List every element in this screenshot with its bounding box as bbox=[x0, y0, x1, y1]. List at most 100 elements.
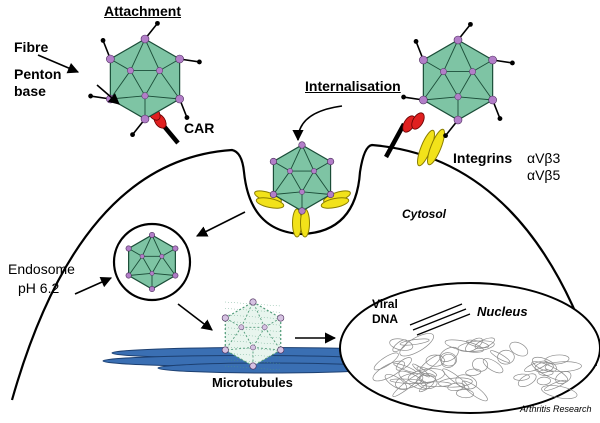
nucleus-chromatin bbox=[372, 333, 582, 402]
penton-vertex bbox=[149, 285, 156, 292]
capsid-facet-edge bbox=[273, 170, 291, 195]
capsid-facet-edge bbox=[144, 38, 160, 71]
capsid-hatch bbox=[224, 359, 282, 364]
chromatin-loop bbox=[536, 376, 551, 386]
chromatin-loop bbox=[490, 350, 511, 363]
chromatin-loop bbox=[416, 374, 438, 389]
integrins-internalised bbox=[254, 190, 351, 238]
integrins-label: Integrins bbox=[453, 150, 513, 166]
fibre-knob bbox=[443, 133, 448, 139]
viral-dna-label-line2: DNA bbox=[372, 312, 398, 326]
capsid-hatch bbox=[224, 365, 282, 371]
attachment-title: Attachment bbox=[104, 3, 182, 19]
capsid-facet-edge bbox=[443, 71, 459, 98]
capsid-facet-edge bbox=[151, 272, 176, 276]
penton-vertex bbox=[419, 55, 428, 65]
penton-vertex bbox=[172, 272, 179, 279]
capsid-hatch bbox=[224, 321, 282, 326]
capsid-facet-edge bbox=[130, 70, 146, 97]
capsid-facet-edge bbox=[423, 96, 459, 101]
penton-vertex bbox=[221, 346, 229, 354]
capsid-facet-edge bbox=[443, 39, 459, 72]
penton-vertex bbox=[269, 157, 278, 166]
chromatin-loop bbox=[439, 352, 458, 367]
capsid-hatch bbox=[224, 340, 282, 345]
chromatin-loop bbox=[455, 374, 478, 390]
penton-vertex bbox=[250, 344, 256, 351]
penton-vertex bbox=[175, 54, 184, 64]
penton-vertex bbox=[125, 245, 132, 252]
fibre-knob bbox=[196, 59, 202, 65]
capsid-facet-edge bbox=[301, 170, 315, 193]
penton-vertex bbox=[172, 245, 179, 252]
arrow-endosome-label bbox=[74, 276, 113, 295]
chromatin-loop bbox=[392, 372, 423, 397]
chromatin-loop bbox=[425, 354, 445, 367]
penton-vertex bbox=[277, 346, 285, 354]
chromatin-loop bbox=[517, 373, 537, 388]
capsid-facet-edge bbox=[141, 256, 153, 274]
penton-vertex bbox=[238, 324, 245, 331]
car-label: CAR bbox=[184, 120, 215, 136]
penton-vertex bbox=[149, 270, 155, 276]
penton-label-line2: base bbox=[14, 83, 46, 99]
fibre-knob bbox=[468, 21, 473, 27]
chromatin-loop bbox=[524, 360, 548, 373]
capsid-facet-edge bbox=[422, 71, 444, 101]
capsid-facet-edge bbox=[159, 70, 181, 100]
penton-vertex bbox=[469, 68, 476, 76]
capsid-facet-edge bbox=[289, 144, 303, 172]
capsid-facet-edge bbox=[144, 70, 160, 97]
fibre-knob bbox=[184, 115, 190, 120]
adenovirus-capsid-attached bbox=[88, 20, 202, 138]
penton-vertex bbox=[488, 95, 497, 105]
capsid-facet-edge bbox=[264, 327, 282, 351]
penton-vertex bbox=[140, 114, 150, 124]
fibre-knob bbox=[413, 39, 419, 44]
penton-vertex bbox=[454, 93, 462, 101]
penton-vertex bbox=[311, 168, 317, 174]
microtubules-label: Microtubules bbox=[212, 375, 293, 390]
chromatin-loop bbox=[509, 341, 529, 357]
chromatin-loop bbox=[531, 361, 569, 382]
chromatin-loop bbox=[541, 385, 578, 400]
capsid-hatch bbox=[224, 353, 282, 358]
penton-vertex bbox=[139, 253, 145, 259]
fibre-label: Fibre bbox=[14, 39, 49, 55]
penton-vertex bbox=[175, 94, 184, 104]
adenovirus-capsid-endosome bbox=[125, 232, 179, 292]
capsid-hatch bbox=[224, 346, 282, 351]
capsid-facet-edge bbox=[301, 191, 331, 195]
capsid-facet-edge bbox=[457, 39, 473, 72]
integrin-avb5-label: αVβ5 bbox=[527, 167, 561, 183]
credit-label: Arthritis Research bbox=[520, 404, 592, 414]
capsid-facet-edge bbox=[457, 96, 493, 101]
car-receptor-right bbox=[384, 112, 425, 159]
capsid-facet-edge bbox=[161, 256, 176, 276]
nucleus-label: Nucleus bbox=[477, 304, 528, 319]
chromatin-loop bbox=[392, 339, 408, 353]
penton-vertex bbox=[287, 168, 293, 174]
fibre-knob bbox=[401, 94, 407, 100]
capsid-facet-edge bbox=[252, 301, 266, 328]
chromatin-loop bbox=[438, 377, 473, 388]
viral-dna-strands bbox=[409, 303, 471, 336]
penton-vertex bbox=[140, 34, 150, 44]
chromatin-loop bbox=[538, 369, 554, 376]
chromatin-loop bbox=[395, 372, 424, 390]
capsid-facet-edge bbox=[151, 234, 163, 257]
penton-vertex bbox=[298, 207, 306, 215]
capsid-facet-edge bbox=[128, 256, 143, 276]
penton-vertex bbox=[141, 92, 149, 100]
capsid-facet-edge bbox=[128, 272, 153, 276]
penton-vertex bbox=[277, 314, 285, 322]
integrin-right bbox=[417, 128, 445, 167]
capsid-hatch bbox=[224, 333, 282, 339]
chromatin-loop bbox=[399, 338, 430, 346]
capsid-hatch bbox=[224, 314, 282, 319]
chromatin-loop bbox=[544, 354, 570, 365]
chromatin-loop bbox=[372, 360, 405, 382]
fibre-knob bbox=[509, 60, 515, 66]
chromatin-loop bbox=[482, 358, 504, 374]
